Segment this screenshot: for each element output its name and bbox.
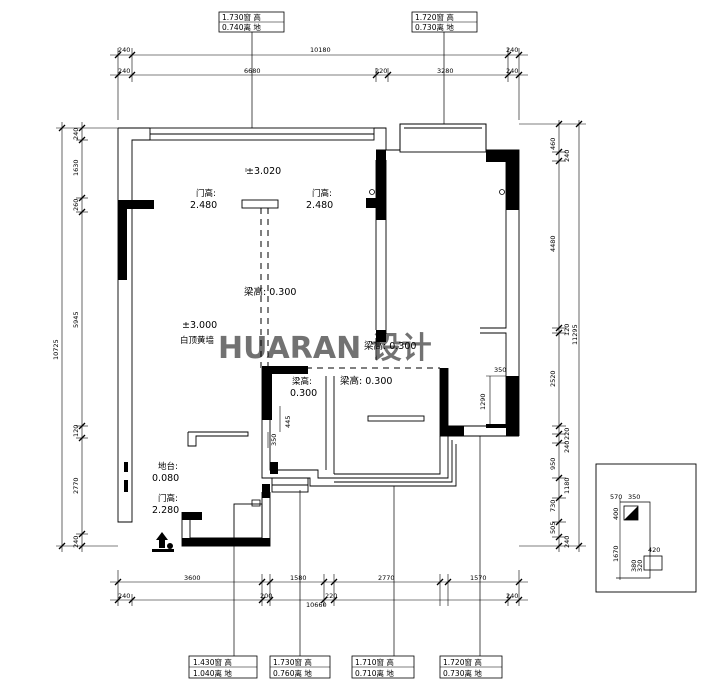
door-height-title: 门高: (158, 493, 178, 504)
door-height-title: 门高: (312, 188, 332, 199)
dim-text: 350 (494, 366, 506, 374)
bottom-window-tag-4: 1.720窗 高 0.730离 地 (439, 436, 503, 679)
dim-text: 3600 (184, 574, 201, 582)
ceiling-height-label: ±3.020 (246, 166, 281, 177)
top-window-tag-2: 1.720窗 高 0.730离 地 (411, 11, 478, 124)
detail-legend: 570 350 400 1670 420 380 320 (595, 463, 697, 593)
dim-text: 350 (270, 434, 278, 446)
dim-text: 240 (506, 67, 518, 75)
window-sill-text: 0.710离 地 (355, 668, 394, 678)
dim-text: 6680 (244, 67, 261, 75)
dim-text: 2520 (549, 370, 557, 387)
dim-text: 120 (563, 324, 571, 336)
dim-text: 380 (630, 560, 638, 572)
dim-text: 950 (549, 458, 557, 470)
bottom-window-tag-2: 1.730窗 高 0.760离 地 (269, 490, 331, 679)
dim-text: 220 (563, 428, 571, 440)
window-sill-text: 0.730离 地 (415, 22, 454, 32)
window-sill-text: 0.740离 地 (222, 22, 261, 32)
dim-text: 220 (375, 67, 387, 75)
dim-text: 240 (118, 67, 130, 75)
bottom-dimensions (110, 570, 528, 606)
door-height-title: 门高: (196, 188, 216, 199)
dim-text: 260 (72, 199, 80, 211)
bottom-window-tag-1: 1.430窗 高 1.040离 地 (188, 538, 258, 679)
left-dimensions (56, 122, 118, 552)
ceiling-height-label: ±3.000 (182, 320, 217, 331)
ceiling-note-label: 白顶黄墙 (180, 335, 215, 346)
dim-text: 11295 (571, 324, 579, 345)
door-marks (251, 189, 505, 507)
dim-text: 240 (72, 128, 80, 140)
bottom-window-tag-3: 1.710窗 高 0.710离 地 (351, 486, 415, 679)
watermark-text: HUARAN 设计 (218, 331, 432, 366)
dim-text: 320 (636, 560, 644, 572)
dim-text: 240 (563, 441, 571, 453)
dim-text: 240 (118, 46, 130, 54)
dim-text: 460 (549, 138, 557, 150)
dim-text: 1630 (72, 159, 80, 176)
dim-text: 240 (506, 46, 518, 54)
dim-text: 200 (260, 592, 272, 600)
dim-text: 240 (563, 536, 571, 548)
dim-text: 1180 (563, 477, 571, 494)
dim-text: 120 (72, 425, 80, 437)
dim-text: 2770 (72, 477, 80, 494)
window-sill-text: 0.760离 地 (273, 668, 312, 678)
beam-height-label: 梁高: 0.300 (364, 340, 416, 352)
entrance-arrow-icon (152, 532, 174, 552)
dim-text: 10180 (310, 46, 331, 54)
dim-text: 5945 (72, 311, 80, 328)
beam-height-value: 0.300 (290, 388, 317, 399)
dim-text: 220 (325, 592, 337, 600)
window-sill-text: 0.730离 地 (443, 668, 482, 678)
dim-text: 1570 (470, 574, 487, 582)
dim-text: 2770 (378, 574, 395, 582)
dim-text: 730 (549, 500, 557, 512)
dim-text: 240 (563, 150, 571, 162)
window-height-text: 1.710窗 高 (355, 657, 394, 667)
beam-height-label: 梁高: 0.300 (244, 286, 296, 298)
dim-text: 10725 (52, 339, 60, 360)
dim-text: 240 (118, 592, 130, 600)
dim-text: 420 (648, 546, 660, 554)
door-height-value: 2.280 (152, 505, 179, 516)
window-height-text: 1.720窗 高 (443, 657, 482, 667)
dim-text: 505 (549, 522, 557, 534)
dim-text: 400 (612, 508, 620, 520)
leader-lines (245, 168, 506, 448)
top-window-tag-1: 1.730窗 高 0.740离 地 (218, 11, 285, 128)
floor-platform-title: 地台: (158, 461, 178, 472)
door-height-value: 2.480 (190, 200, 217, 211)
floor-platform-value: 0.080 (152, 473, 179, 484)
dim-text: 1290 (479, 393, 487, 410)
window-height-text: 1.730窗 高 (273, 657, 312, 667)
beam-height-title: 梁高: (292, 376, 312, 387)
dim-text: 1670 (612, 545, 620, 562)
dim-text: 240 (506, 592, 518, 600)
dim-text: 240 (72, 536, 80, 548)
top-dimensions (110, 48, 528, 120)
right-dimensions (519, 120, 586, 552)
dim-text: 10660 (306, 601, 327, 609)
dim-text: 1580 (290, 574, 307, 582)
dim-text: 3280 (437, 67, 454, 75)
window-height-text: 1.720窗 高 (415, 12, 454, 22)
window-height-text: 1.430窗 高 (193, 657, 232, 667)
dim-text: 570 (610, 493, 622, 501)
dim-text: 445 (284, 416, 292, 428)
beam-lines (260, 208, 440, 369)
window-height-text: 1.730窗 高 (222, 12, 261, 22)
window-sill-text: 1.040离 地 (193, 668, 232, 678)
structural-walls (118, 150, 519, 546)
door-height-value: 2.480 (306, 200, 333, 211)
dim-text: 4480 (549, 235, 557, 252)
dim-text: 350 (628, 493, 640, 501)
beam-height-label: 梁高: 0.300 (340, 375, 392, 387)
